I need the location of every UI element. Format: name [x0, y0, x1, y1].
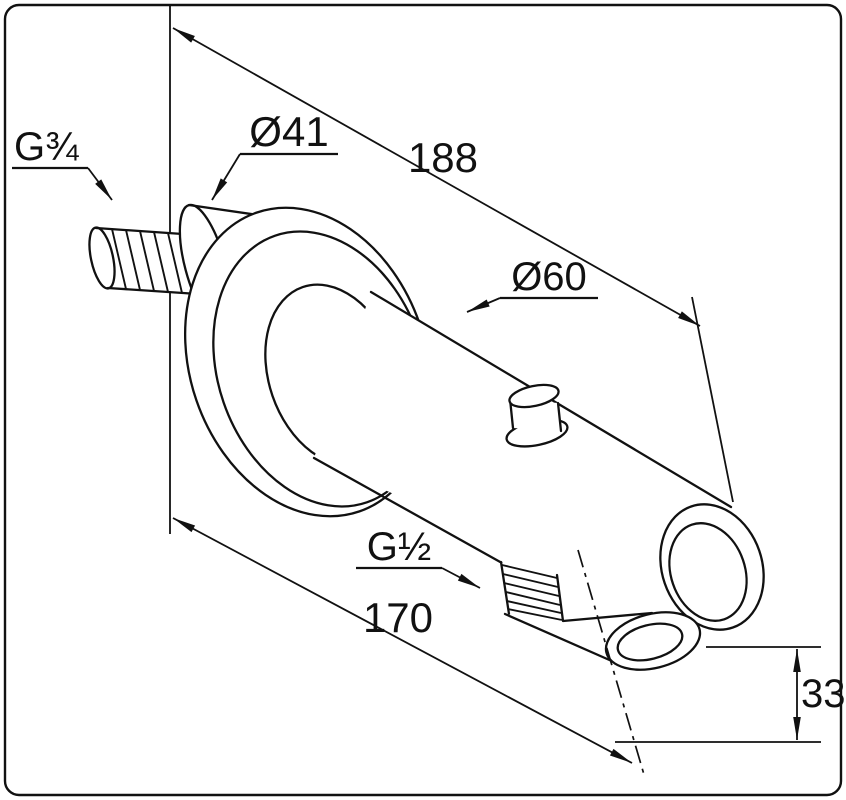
inlet-thread-hatching — [111, 228, 183, 294]
hand-shower-outlet — [499, 560, 702, 671]
diverter-knob — [505, 383, 569, 448]
spout-front-face-inner — [668, 522, 748, 622]
dimension-outlet-height: 33 — [793, 649, 846, 740]
outlet-centerline — [577, 549, 646, 779]
outlet-face-inner — [616, 622, 684, 662]
label-escutcheon-diameter: Ø60 — [466, 255, 598, 313]
dimension-total-length: 188 — [172, 27, 701, 327]
dimension-spout-length: 170 — [172, 517, 633, 764]
label-outlet-thread: G½ — [356, 525, 481, 589]
outlet-thread-hatching — [501, 564, 563, 621]
outlet-thread-label: G½ — [367, 525, 431, 569]
dimension-spout-length-label: 170 — [363, 594, 433, 641]
drawing-border — [3, 3, 843, 797]
collar-diameter-label: Ø41 — [249, 108, 328, 155]
label-collar-diameter: Ø41 — [211, 108, 338, 201]
spout-body — [312, 290, 765, 631]
label-inlet-thread: G¾ — [12, 125, 113, 201]
dimension-outlet-height-label: 33 — [801, 672, 846, 716]
dimension-total-length-label: 188 — [408, 134, 478, 181]
knob-top — [508, 383, 560, 409]
spout-front-face — [659, 503, 765, 631]
inlet-thread-label: G¾ — [14, 125, 79, 169]
escutcheon-diameter-label: Ø60 — [511, 255, 587, 299]
